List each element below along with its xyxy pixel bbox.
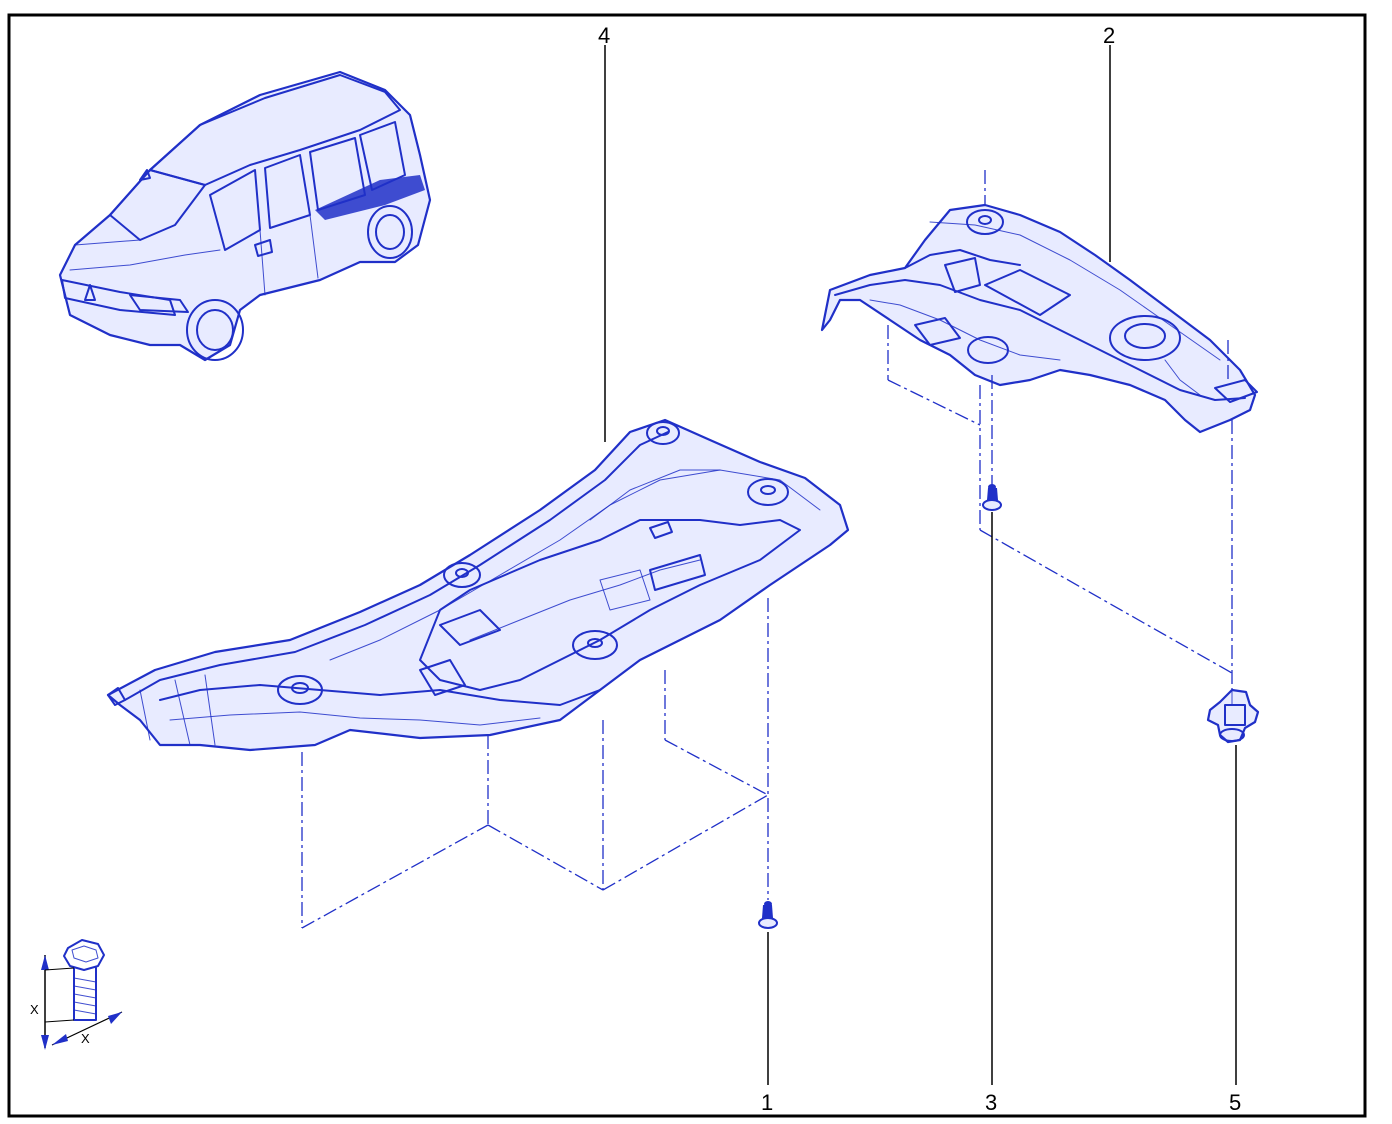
- clip-part-5[interactable]: [1206, 688, 1260, 744]
- diagram-border: [7, 13, 1367, 1118]
- underbody-shield-part-4[interactable]: [106, 418, 850, 752]
- callout-5: 5: [1229, 1090, 1241, 1115]
- bolt-dimension-icon: [41, 939, 123, 1050]
- callout-2: 2: [1103, 23, 1115, 48]
- rivet-part-3[interactable]: [982, 484, 1002, 511]
- callout-4: 4: [598, 23, 610, 48]
- assembly-lines: [301, 170, 1233, 929]
- rivet-part-1[interactable]: [758, 901, 778, 929]
- callout-1: 1: [761, 1090, 773, 1115]
- leader-lines: [604, 45, 1237, 1085]
- bolt-length-label: X: [30, 1002, 39, 1017]
- bolt-diameter-label: X: [81, 1031, 90, 1046]
- vehicle-icon: [58, 70, 432, 362]
- callout-3: 3: [985, 1090, 997, 1115]
- heat-shield-part-2[interactable]: [820, 203, 1258, 434]
